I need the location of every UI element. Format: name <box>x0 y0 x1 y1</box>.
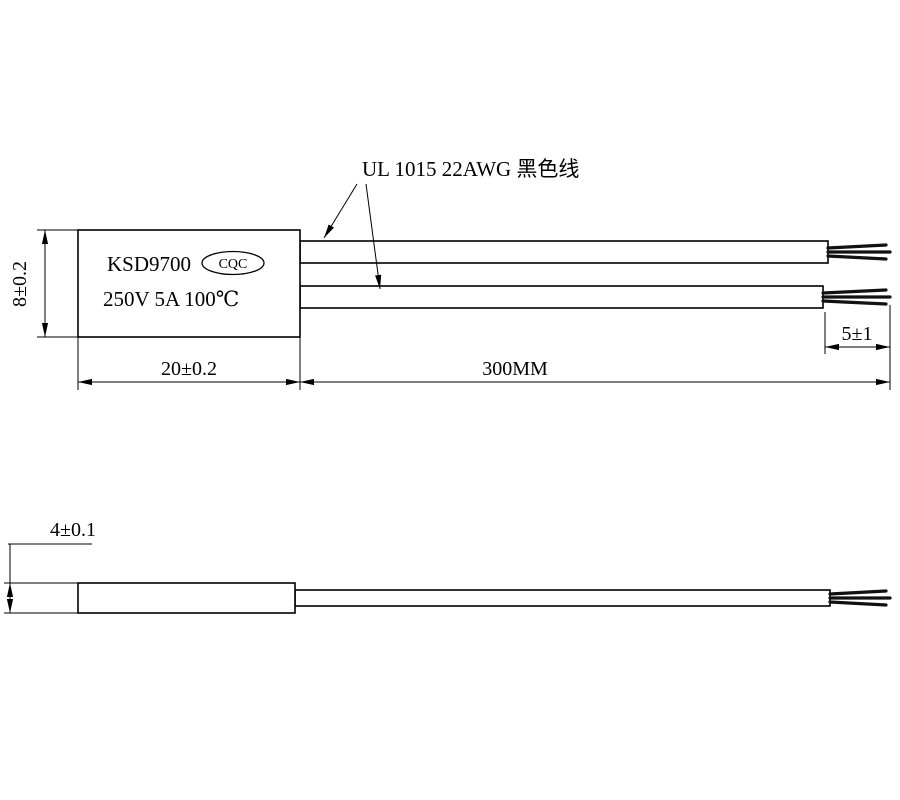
top-wire <box>299 240 829 264</box>
side-view-wire <box>294 589 831 607</box>
dim-strip-length-label: 5±1 <box>842 323 873 345</box>
dim-body-width-label: 20±0.2 <box>161 358 217 380</box>
certification-ellipse <box>201 250 265 276</box>
bottom-wire <box>299 285 824 309</box>
top-wire-stripped-end <box>826 243 892 261</box>
callout-leader-bottom-wire <box>365 183 382 290</box>
bottom-wire-stripped-end <box>821 288 892 306</box>
top-view: KSD9700 CQC 250V 5A 100℃ UL 1015 22AWG 黑… <box>9 157 892 390</box>
side-view-wire-stripped-end <box>828 589 892 607</box>
dim-body-thickness-label: 4±0.1 <box>50 519 96 541</box>
dim-body-height-label: 8±0.2 <box>9 261 31 307</box>
dim-body-width: 20±0.2 <box>77 337 301 390</box>
wire-callout-label: UL 1015 22AWG 黑色线 <box>362 157 579 181</box>
rating-label: 250V 5A 100℃ <box>103 287 239 311</box>
dim-wire-length-label: 300MM <box>482 358 548 380</box>
dim-strip-length: 5±1 <box>824 312 890 354</box>
dim-body-height: 8±0.2 <box>9 229 78 338</box>
thermostat-body <box>77 229 301 338</box>
dim-body-thickness: 4±0.1 <box>4 519 96 614</box>
callout-leader-top-wire <box>323 183 358 239</box>
wire-callout: UL 1015 22AWG 黑色线 <box>323 157 579 290</box>
side-view-body <box>77 582 296 614</box>
certification-label: CQC <box>219 257 248 272</box>
model-label: KSD9700 <box>107 252 191 276</box>
dim-wire-length: 300MM <box>300 305 891 390</box>
side-view: 4±0.1 <box>4 519 892 614</box>
